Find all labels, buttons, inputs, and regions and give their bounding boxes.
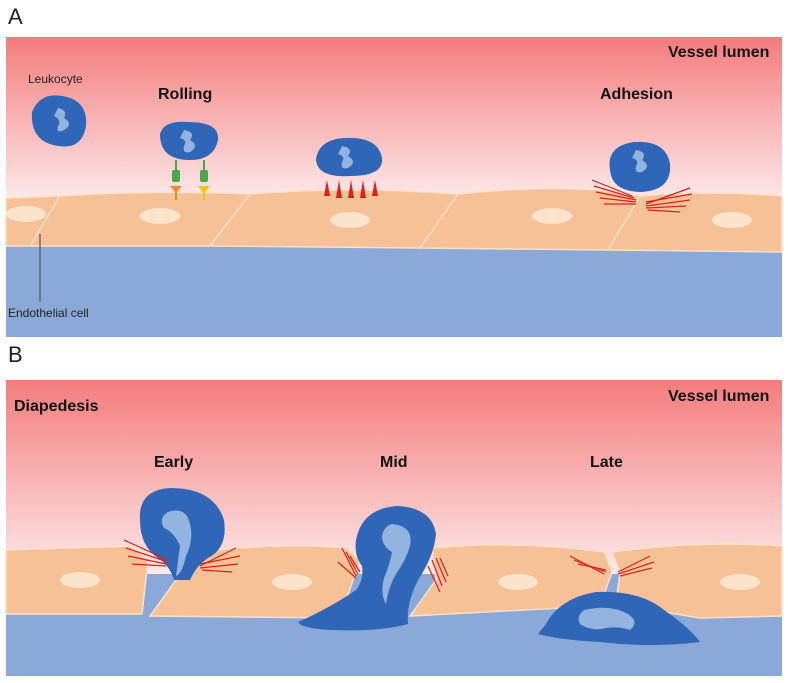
endothelial-nucleus xyxy=(712,212,752,228)
adhesion-label: Adhesion xyxy=(600,86,673,104)
endothelial-nucleus xyxy=(140,208,180,224)
endothelial-nucleus xyxy=(330,212,370,228)
panel-a xyxy=(6,37,782,337)
endothelial-nucleus xyxy=(272,574,312,590)
endothelial-nucleus xyxy=(720,574,760,590)
selectin-receptor xyxy=(172,170,180,182)
endothelial-nucleus xyxy=(498,574,538,590)
early-label: Early xyxy=(154,454,193,472)
mid-label: Mid xyxy=(380,454,408,472)
vessel-lumen-label-b: Vessel lumen xyxy=(668,388,769,406)
endothelial-nucleus xyxy=(6,206,46,222)
selectin-receptor xyxy=(200,170,208,182)
endothelial-nucleus xyxy=(532,208,572,224)
vessel-lumen-label-a: Vessel lumen xyxy=(668,44,769,62)
endothelial-nucleus xyxy=(60,572,100,588)
panel-b xyxy=(6,380,782,676)
endothelial-cell-label: Endothelial cell xyxy=(8,306,89,320)
rolling-label: Rolling xyxy=(158,86,212,104)
panel-letter-b: B xyxy=(8,342,23,368)
diapedesis-label: Diapedesis xyxy=(14,398,98,416)
leukocyte-label: Leukocyte xyxy=(28,72,83,86)
late-label: Late xyxy=(590,454,623,472)
panel-letter-a: A xyxy=(8,4,23,30)
